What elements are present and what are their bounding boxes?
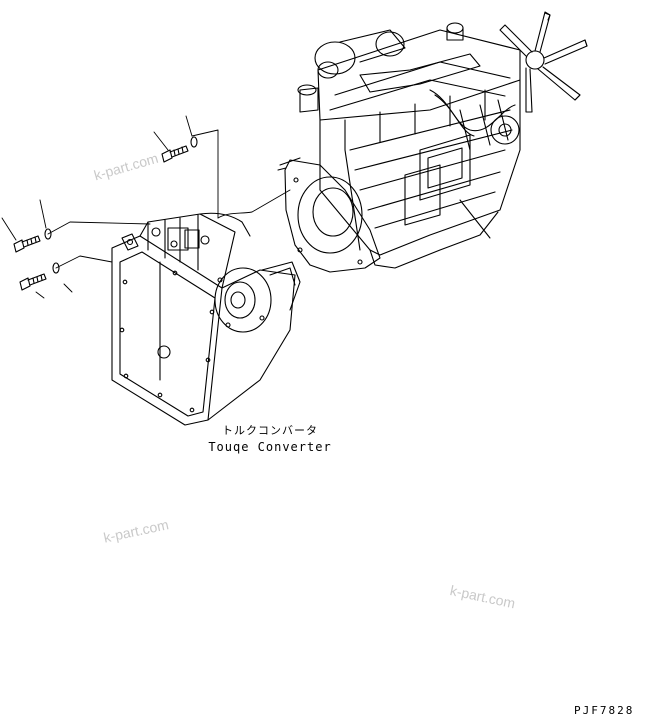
leader-lines — [1, 115, 291, 299]
bolt-mid — [13, 235, 41, 253]
drawing-code: PJF7828 — [574, 704, 635, 717]
part-label-japanese: トルクコンバータ — [222, 424, 318, 437]
washer-mid — [44, 228, 52, 240]
part-label-english: Touqe Converter — [208, 440, 332, 454]
washer-upper — [190, 136, 198, 148]
washer-lower — [52, 262, 60, 274]
engine — [277, 11, 588, 273]
bolt-lower — [19, 273, 47, 291]
bolt-upper — [161, 145, 189, 163]
fan — [499, 11, 588, 113]
torque-converter — [111, 212, 301, 426]
